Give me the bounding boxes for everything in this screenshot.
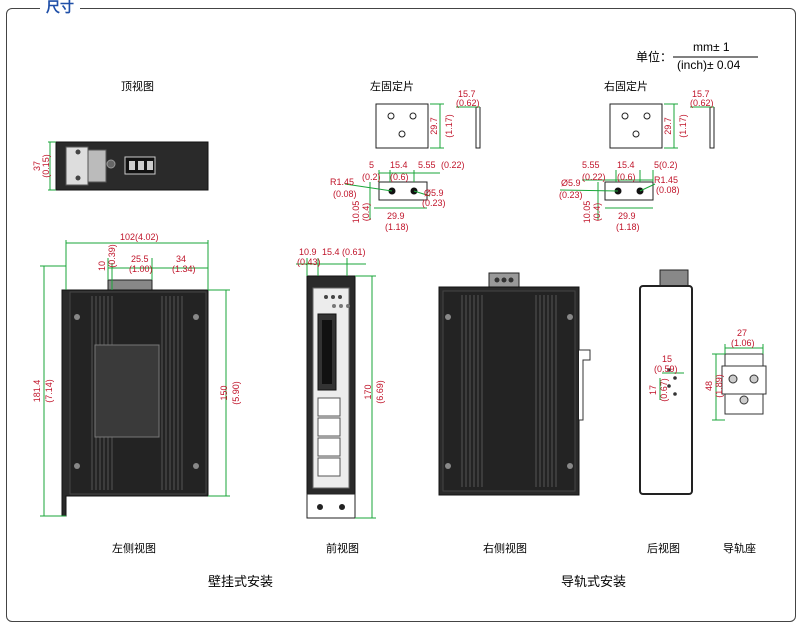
dim-rail-height: 48 — [704, 381, 714, 391]
top-view-drawing — [55, 141, 209, 191]
dim-rb-e: 10.05 — [582, 201, 592, 224]
dim-fv-a: 10.9 — [299, 247, 317, 257]
dimensions-frame — [6, 8, 796, 622]
dim-ls-a: 10 — [97, 261, 107, 271]
unit-label: 单位： — [636, 50, 673, 64]
dim-top-height-inch: (0.15) — [41, 154, 51, 178]
dim-lb-b: 15.4 — [390, 160, 408, 170]
dim-lb-diameter-inch: (0.23) — [422, 198, 446, 208]
dim-ls-height2: 150 — [219, 385, 229, 400]
left-side-view-drawing — [61, 279, 209, 517]
dim-rb-diameter-inch: (0.23) — [559, 190, 583, 200]
dim-rv-a-inch: (0.59) — [654, 364, 678, 374]
dim-lb-c-inch: (0.22) — [441, 160, 465, 170]
dim-lb-f: 29.9 — [387, 211, 405, 221]
right-side-view-drawing — [438, 272, 591, 496]
dim-lb-width: 15.7 — [458, 89, 476, 99]
dim-lb-c: 5.55 — [418, 160, 436, 170]
dim-lb-e-inch: (0.4) — [361, 203, 371, 222]
dim-lb-radius-inch: (0.08) — [333, 189, 357, 199]
dim-top-height: 37 — [32, 161, 42, 171]
caption-left-bracket: 左固定片 — [370, 80, 414, 93]
dim-lb-a: 5 — [369, 160, 374, 170]
caption-top-view: 顶视图 — [121, 80, 154, 93]
dim-ls-height-inch: (7.14) — [44, 379, 54, 403]
caption-right-side-view: 右侧视图 — [483, 542, 527, 555]
dim-ls-width: 102(4.02) — [120, 232, 159, 242]
dim-lb-b-inch: (0.6) — [390, 172, 409, 182]
dim-lb-height-inch: (1.17) — [444, 114, 454, 138]
section-title: 尺寸 — [40, 0, 80, 16]
dim-ls-height: 181.4 — [32, 380, 42, 403]
dim-rail-width: 27 — [737, 328, 747, 338]
caption-rail-mount: 导轨式安装 — [561, 575, 627, 590]
dim-ls-a-inch: (0.39) — [107, 244, 117, 268]
dim-lb-a-inch: (0.2) — [362, 172, 381, 182]
dim-fv-height-inch: (6.69) — [375, 380, 385, 404]
dim-lb-width-inch: (0.62) — [456, 98, 480, 108]
dim-rb-c-inch: (0.22) — [582, 172, 606, 182]
dim-rb-c: 5.55 — [582, 160, 600, 170]
dim-ls-c-inch: (1.34) — [172, 264, 196, 274]
left-bracket-drawing — [375, 103, 481, 201]
dim-rv-b-inch: (0.67) — [659, 378, 669, 402]
dim-rail-height-inch: (1.89) — [714, 374, 724, 398]
dim-rb-height-inch: (1.17) — [678, 114, 688, 138]
dim-lb-height: 29.7 — [429, 117, 439, 135]
rear-view-drawing — [639, 269, 693, 495]
dim-rb-radius: R1.45 — [654, 175, 678, 185]
dim-rb-b-inch: (0.6) — [617, 172, 636, 182]
dim-ls-c: 34 — [176, 254, 186, 264]
caption-right-bracket: 右固定片 — [604, 80, 648, 93]
dim-fv-height: 170 — [363, 384, 373, 399]
dim-lb-e: 10.05 — [351, 201, 361, 224]
dim-ls-height2-inch: (5.90) — [231, 381, 241, 405]
dim-rb-width: 15.7 — [692, 89, 710, 99]
unit-inch: (inch)± 0.04 — [677, 58, 741, 72]
caption-wall-mount: 壁挂式安装 — [208, 575, 274, 590]
front-view-drawing — [306, 275, 356, 519]
dim-fv-a-inch: (0.43) — [297, 257, 321, 267]
dim-rb-a: 5(0.2) — [654, 160, 678, 170]
caption-front-view: 前视图 — [326, 542, 359, 555]
dim-rb-f: 29.9 — [618, 211, 636, 221]
dim-fv-b: 15.4 — [322, 247, 340, 257]
dim-ls-b: 25.5 — [131, 254, 149, 264]
right-bracket-drawing — [604, 103, 715, 201]
rail-base-drawing — [721, 353, 767, 415]
dim-lb-radius: R1.45 — [330, 177, 354, 187]
dim-rv-b: 17 — [648, 385, 658, 395]
unit-mm: mm± 1 — [693, 40, 730, 54]
dim-lb-f-inch: (1.18) — [385, 222, 409, 232]
dim-rb-width-inch: (0.62) — [690, 98, 714, 108]
dim-lb-diameter: Ø5.9 — [424, 188, 444, 198]
dim-rb-f-inch: (1.18) — [616, 222, 640, 232]
dim-ls-b-inch: (1.00) — [129, 264, 153, 274]
caption-left-side-view: 左侧视图 — [112, 542, 156, 555]
caption-rear-view: 后视图 — [647, 542, 680, 555]
dim-rb-diameter: Ø5.9 — [561, 178, 581, 188]
dim-rb-e-inch: (0.4) — [592, 203, 602, 222]
caption-rail-base: 导轨座 — [723, 542, 756, 555]
dim-rv-a: 15 — [662, 354, 672, 364]
dim-rb-radius-inch: (0.08) — [656, 185, 680, 195]
dim-fv-b-inch: (0.61) — [342, 247, 366, 257]
dim-rail-width-inch: (1.06) — [731, 338, 755, 348]
dim-rb-height: 29.7 — [663, 117, 673, 135]
dim-rb-b: 15.4 — [617, 160, 635, 170]
